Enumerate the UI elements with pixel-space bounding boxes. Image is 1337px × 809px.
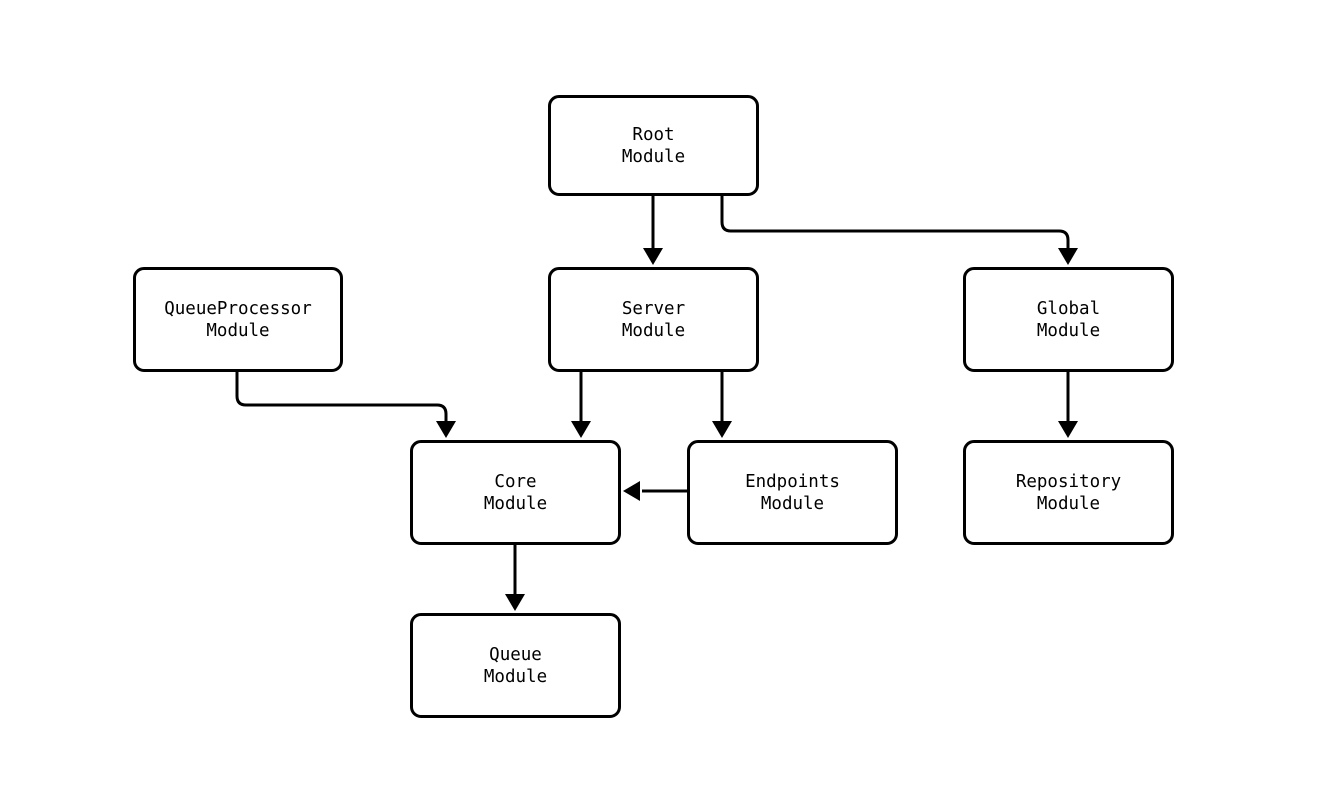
node-global-label: Global Module (1036, 298, 1101, 341)
arrowhead-root-global (1058, 248, 1078, 265)
arrowhead-queueprocessor-core (436, 421, 456, 438)
node-core-label: Core Module (483, 471, 548, 514)
node-queueprocessor-label: QueueProcessor Module (164, 298, 312, 341)
node-server-label: Server Module (621, 298, 686, 341)
node-queue[interactable]: Queue Module (410, 613, 621, 718)
arrowhead-endpoints-core (623, 481, 640, 501)
node-root-label: Root Module (621, 124, 686, 167)
node-root[interactable]: Root Module (548, 95, 759, 196)
node-repository[interactable]: Repository Module (963, 440, 1174, 545)
node-server[interactable]: Server Module (548, 267, 759, 372)
arrowhead-global-repository (1058, 421, 1078, 438)
edge-queueprocessor-core (235, 372, 448, 421)
node-core[interactable]: Core Module (410, 440, 621, 545)
node-global[interactable]: Global Module (963, 267, 1174, 372)
edge-root-global (720, 196, 1070, 248)
node-endpoints[interactable]: Endpoints Module (687, 440, 898, 545)
node-queue-label: Queue Module (483, 644, 548, 687)
node-endpoints-label: Endpoints Module (745, 471, 840, 514)
arrowhead-server-core (571, 421, 591, 438)
arrowhead-root-server (643, 248, 663, 265)
node-queueprocessor[interactable]: QueueProcessor Module (133, 267, 343, 372)
node-repository-label: Repository Module (1015, 471, 1122, 514)
arrowhead-server-endpoints (712, 421, 732, 438)
arrowhead-core-queue (505, 594, 525, 611)
